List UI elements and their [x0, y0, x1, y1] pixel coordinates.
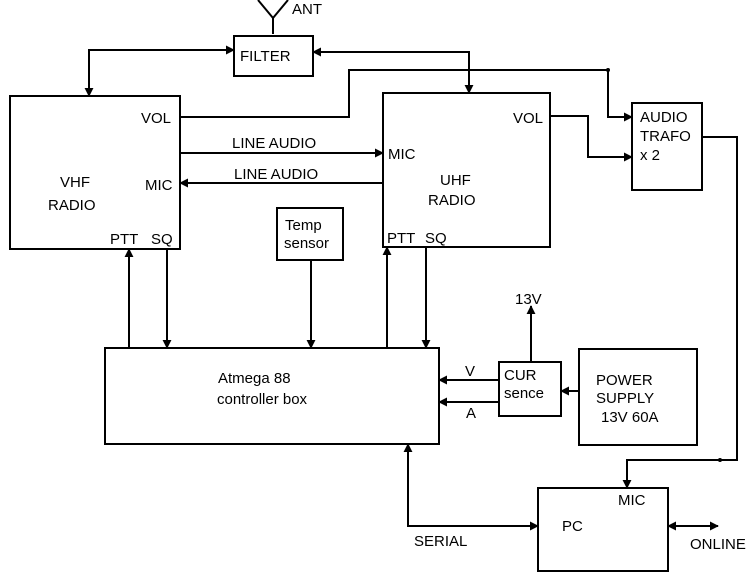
uhf-radio-block: UHF RADIO VOL MIC PTT SQ: [382, 92, 551, 248]
antenna-label: ANT: [292, 1, 322, 18]
cur-sense-line2: sence: [504, 385, 544, 402]
cur-sense-box: [498, 361, 562, 417]
power-supply-line2: SUPPLY: [596, 390, 654, 407]
junction-dot: [718, 458, 722, 462]
online-label: ONLINE: [690, 536, 746, 553]
controller-block: Atmega 88 controller box: [104, 347, 440, 445]
temp-sensor-line2: sensor: [284, 235, 329, 252]
pc-box: [537, 487, 669, 572]
controller-line2: controller box: [217, 391, 308, 408]
vhf-radio-box: [9, 95, 181, 250]
wire-filter-vhf: [84, 45, 235, 97]
audio-trafo-line3: x 2: [640, 147, 660, 164]
vhf-vol-port: VOL: [141, 110, 171, 127]
line-audio-label-bottom: LINE AUDIO: [234, 166, 318, 183]
wire-vhf-vol-trafo: [180, 69, 633, 122]
audio-trafo-box: [631, 102, 703, 191]
temp-sensor-block: Temp sensor: [276, 207, 344, 261]
antenna: ANT: [257, 0, 322, 34]
uhf-mic-port: MIC: [388, 146, 416, 163]
controller-box: [104, 347, 440, 445]
wire-trafo-pc-mic: [622, 136, 738, 489]
power-supply-box: [578, 348, 698, 446]
audio-trafo-line2: TRAFO: [640, 128, 691, 145]
controller-line1: Atmega 88: [218, 370, 291, 387]
connections: LINE AUDIO LINE AUDIO V A 13V SERIAL: [84, 45, 746, 553]
a-label: A: [466, 405, 476, 422]
wire-filter-uhf: [312, 47, 474, 94]
pc-block: PC MIC: [537, 487, 669, 572]
line-audio-label-top: LINE AUDIO: [232, 135, 316, 152]
uhf-ptt-port: PTT: [387, 230, 415, 247]
vhf-ptt-port: PTT: [110, 231, 138, 248]
v-label: V: [465, 363, 475, 380]
filter-label: FILTER: [240, 48, 291, 65]
power-supply-line3: 13V 60A: [601, 409, 659, 426]
pc-label: PC: [562, 518, 583, 535]
v13-label: 13V: [515, 291, 542, 308]
pc-mic-port: MIC: [618, 492, 646, 509]
vhf-radio-block: VHF RADIO VOL MIC PTT SQ: [9, 95, 181, 250]
uhf-radio-title: UHF: [440, 172, 471, 189]
wire-serial: [403, 443, 539, 531]
power-supply-line1: POWER: [596, 372, 653, 389]
cur-sense-block: CUR sence: [498, 361, 562, 417]
serial-label: SERIAL: [414, 533, 467, 550]
uhf-radio-subtitle: RADIO: [428, 192, 476, 209]
audio-trafo-block: AUDIO TRAFO x 2: [631, 102, 703, 191]
uhf-vol-port: VOL: [513, 110, 543, 127]
temp-sensor-line1: Temp: [285, 217, 322, 234]
vhf-sq-port: SQ: [151, 231, 173, 248]
wire-uhf-vol-trafo: [550, 115, 633, 162]
vhf-radio-title: VHF: [60, 174, 90, 191]
vhf-radio-subtitle: RADIO: [48, 197, 96, 214]
vhf-mic-port: MIC: [145, 177, 173, 194]
filter-block: FILTER: [233, 35, 314, 77]
antenna-symbol: [257, 0, 289, 34]
junction-dot: [606, 68, 610, 72]
cur-sense-line1: CUR: [504, 367, 537, 384]
uhf-sq-port: SQ: [425, 230, 447, 247]
audio-trafo-line1: AUDIO: [640, 109, 688, 126]
temp-sensor-box: [276, 207, 344, 261]
power-supply-block: POWER SUPPLY 13V 60A: [578, 348, 698, 446]
